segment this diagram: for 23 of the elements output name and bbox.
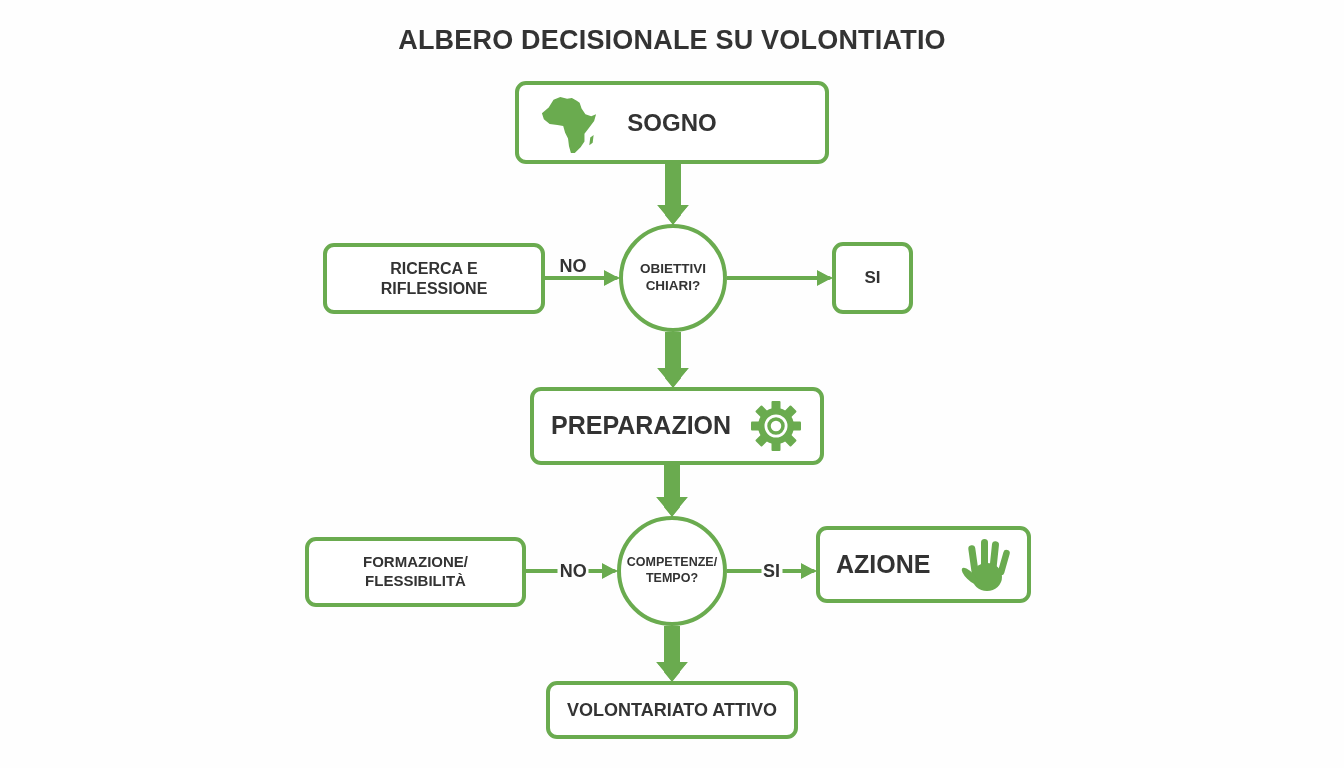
step-label: VOLONTARIATO ATTIVO bbox=[567, 698, 777, 722]
question-label: COMPETENZE/ TEMPO? bbox=[625, 555, 719, 587]
step-label: SOGNO bbox=[627, 107, 717, 138]
arrow bbox=[545, 270, 619, 286]
arrow bbox=[727, 270, 832, 286]
block-arrow bbox=[656, 626, 688, 681]
process-box bbox=[305, 537, 526, 607]
diagram-title: ALBERO DECISIONALE SU VOLONTIATIO bbox=[398, 24, 946, 56]
block-arrow bbox=[657, 164, 689, 224]
step-label: FORMAZIONE/ FLESSIBILITÀ bbox=[362, 553, 469, 591]
process-box bbox=[546, 681, 798, 739]
process-box bbox=[816, 526, 1031, 603]
block-arrow bbox=[656, 465, 688, 516]
step-label: PREPARAZION bbox=[551, 410, 732, 442]
step-label: SI bbox=[864, 267, 881, 289]
step-label: RICERCA E RIFLESSIONE bbox=[379, 258, 489, 299]
process-box bbox=[515, 81, 829, 164]
process-box bbox=[323, 243, 545, 314]
question-label: OBIETTIVI CHIARI? bbox=[639, 261, 707, 295]
process-box bbox=[832, 242, 913, 314]
process-box bbox=[530, 387, 824, 465]
step-label: AZIONE bbox=[836, 548, 931, 580]
block-arrow bbox=[657, 332, 689, 387]
